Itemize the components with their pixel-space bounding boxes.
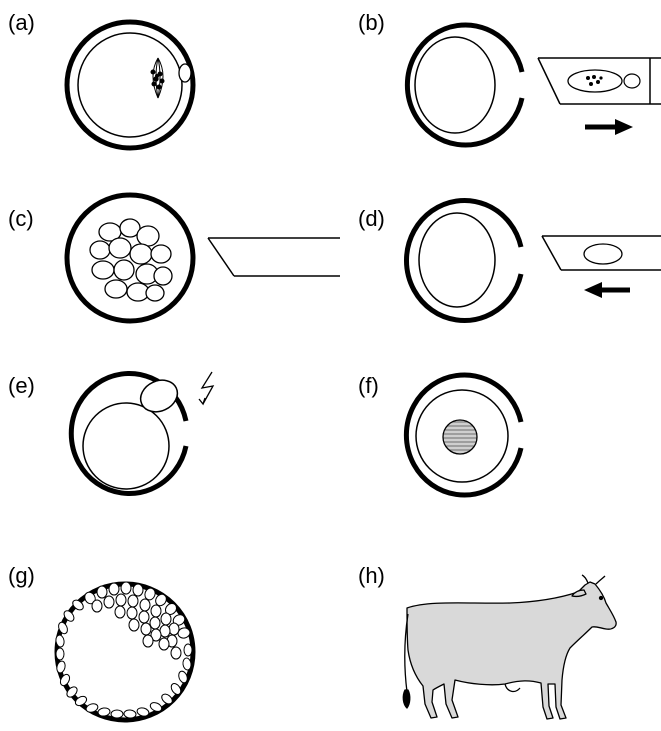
zona-pellucida [406, 201, 521, 321]
aspirated-spindle [568, 70, 622, 92]
aspirated-polar-body [624, 74, 640, 88]
left-arrow-icon [584, 282, 630, 298]
panel-e-fusion [71, 372, 213, 494]
panel-d-injection [406, 201, 661, 321]
donor-cell-cluster [90, 219, 172, 301]
zona-pellucida [67, 195, 193, 321]
zona-pellucida [67, 22, 193, 148]
cow-body [407, 582, 616, 719]
panel-f-reconstructed-embryo [406, 375, 521, 495]
panel-a-oocyte [67, 22, 193, 148]
cow-ear [572, 590, 586, 596]
panel-h-cow [403, 575, 616, 719]
panel-b-enucleation [407, 25, 661, 145]
oocyte-membrane [415, 37, 495, 133]
panel-label-c: (c) [8, 208, 34, 230]
panel-label-g: (g) [8, 565, 35, 587]
oocyte-membrane [78, 33, 182, 137]
panel-label-e: (e) [8, 375, 35, 397]
oocyte-membrane [419, 213, 495, 307]
cow-tail-tuft [403, 690, 410, 708]
panel-c-donor-cells [67, 195, 340, 321]
panel-label-h: (h) [358, 565, 385, 587]
panel-label-a: (a) [8, 12, 35, 34]
right-arrow-icon [585, 119, 633, 135]
cow-udder [505, 684, 520, 691]
oocyte-membrane [83, 403, 169, 489]
donor-nucleus [443, 420, 477, 454]
polar-body [179, 64, 191, 82]
panel-label-d: (d) [358, 208, 385, 230]
inner-cell-mass [83, 582, 191, 659]
donor-cell [584, 244, 622, 264]
panel-g-blastocyst [55, 582, 193, 720]
panel-label-b: (b) [358, 12, 385, 34]
zona-pellucida [407, 25, 522, 145]
metaphase-spindle [151, 58, 164, 98]
empty-pipette [208, 238, 340, 276]
fused-donor-cell [135, 374, 182, 417]
lightning-bolt-icon [199, 372, 213, 404]
cow-horns [582, 575, 605, 584]
panel-label-f: (f) [358, 375, 379, 397]
cow-eye [600, 597, 603, 600]
